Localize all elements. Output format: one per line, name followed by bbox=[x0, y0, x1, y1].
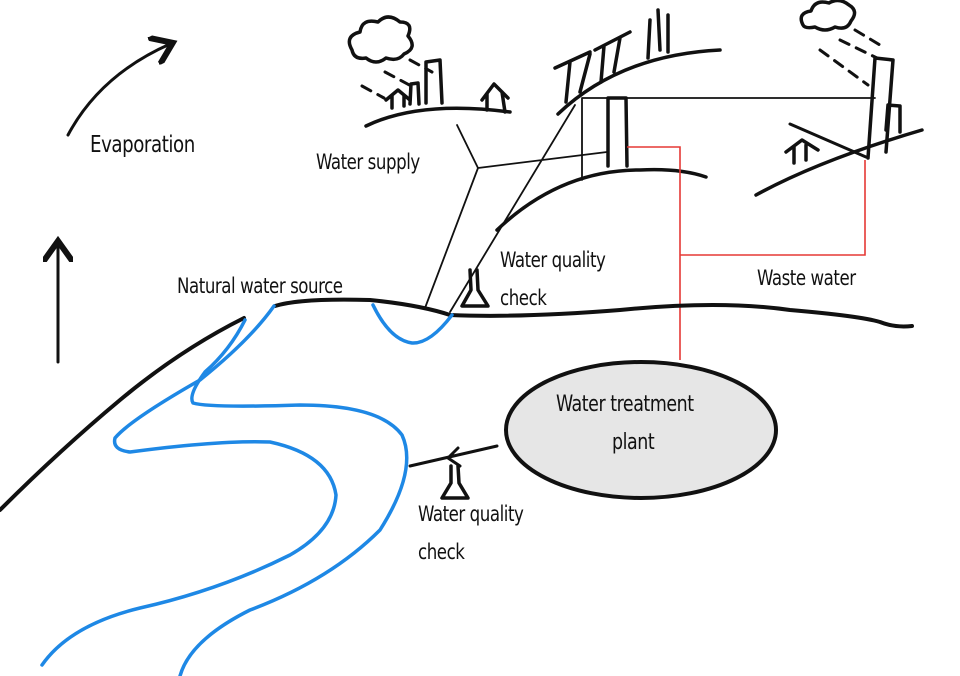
evaporation-arrow bbox=[66, 44, 170, 137]
right-town bbox=[754, 0, 924, 197]
outflow-arrow bbox=[408, 444, 499, 468]
middle-hill bbox=[495, 96, 708, 232]
river-left-bank bbox=[40, 304, 338, 667]
label-quality-check-top-2: check bbox=[500, 286, 547, 310]
house-icon bbox=[480, 82, 510, 114]
river-bank bbox=[0, 316, 246, 512]
label-treatment-plant-1: Water treatment bbox=[556, 392, 694, 417]
label-natural-water-source: Natural water source bbox=[177, 274, 343, 298]
ground-line bbox=[273, 297, 914, 329]
flask-icon bbox=[460, 268, 490, 308]
label-quality-check-bottom-1: Water quality bbox=[418, 502, 524, 526]
label-evaporation: Evaporation bbox=[90, 132, 195, 158]
label-quality-check-bottom-2: check bbox=[418, 540, 465, 564]
house-icon bbox=[384, 88, 412, 110]
label-quality-check-top-1: Water quality bbox=[500, 248, 606, 272]
river-right-bank bbox=[178, 318, 409, 676]
pond bbox=[371, 303, 454, 345]
waste-water-pipe bbox=[627, 146, 866, 360]
farm-hill bbox=[553, 8, 722, 116]
building-icon bbox=[408, 58, 444, 106]
left-town bbox=[347, 15, 512, 128]
cloud-icon bbox=[347, 15, 414, 64]
fence-icon bbox=[553, 8, 670, 104]
tower-icon bbox=[606, 96, 629, 168]
label-treatment-plant-2: plant bbox=[612, 430, 655, 455]
water-treatment-plant-shape bbox=[504, 360, 778, 500]
label-waste-water: Waste water bbox=[757, 266, 856, 290]
label-water-supply: Water supply bbox=[316, 150, 420, 174]
house-icon bbox=[784, 138, 820, 165]
rain-dashes bbox=[818, 28, 882, 87]
flask-icon bbox=[440, 464, 470, 500]
hill-left bbox=[364, 106, 512, 128]
factory-icon bbox=[866, 56, 902, 160]
cloud-icon bbox=[799, 0, 857, 32]
